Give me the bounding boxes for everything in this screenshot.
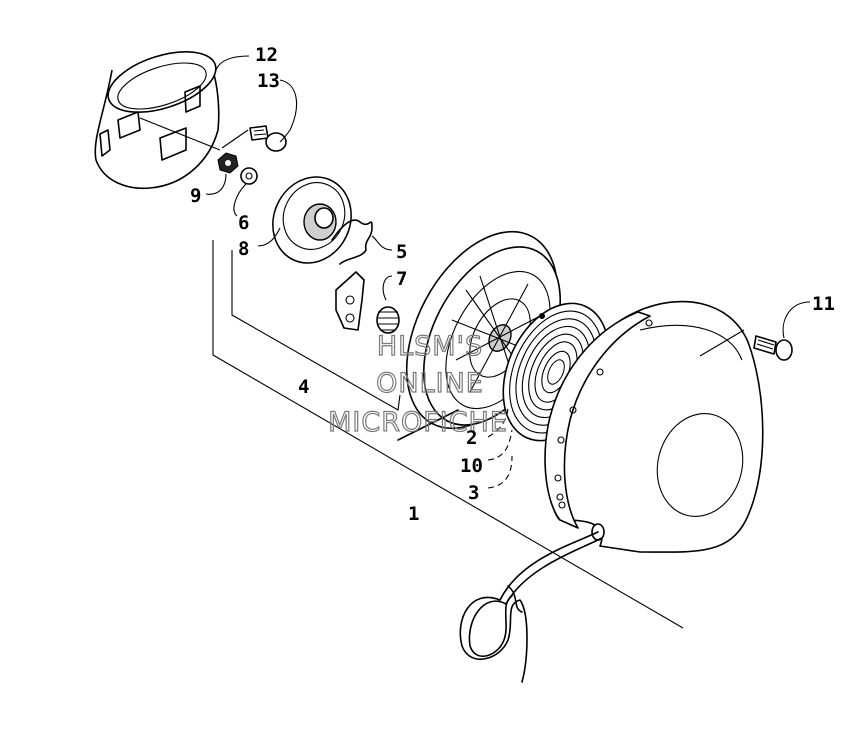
callout-5: 5	[396, 241, 407, 263]
watermark-line-3: MICROFICHE	[328, 407, 508, 438]
assembly-axis-lines	[212, 129, 684, 629]
part-7-pawl	[335, 271, 365, 331]
callout-4: 4	[298, 376, 309, 398]
callout-3: 3	[468, 482, 479, 504]
callout-6: 6	[238, 212, 249, 234]
callout-2: 2	[466, 427, 477, 449]
part-7-spring	[376, 306, 400, 334]
watermark-line-2: ONLINE	[376, 368, 484, 399]
part-3-starter-housing	[544, 300, 764, 553]
part-12-starter-cup	[94, 51, 221, 190]
part-8-ratchet	[272, 176, 352, 264]
leader-lines	[205, 55, 811, 489]
part-9-nut	[217, 152, 239, 174]
callout-labels: 12 13 9 6 8 5 7 11 4 2 10 3 1	[190, 44, 835, 525]
callout-13: 13	[257, 70, 280, 92]
callout-12: 12	[255, 44, 278, 66]
callout-1: 1	[408, 503, 419, 525]
part-6-washer	[240, 167, 258, 185]
callout-7: 7	[396, 268, 407, 290]
part-1-starter-rope	[459, 531, 603, 683]
callout-9: 9	[190, 185, 201, 207]
part-13-bolt	[249, 125, 287, 152]
callout-8: 8	[238, 238, 249, 260]
part-11-screw	[753, 335, 793, 361]
callout-11: 11	[812, 293, 835, 315]
part-5-spring-clip	[331, 219, 373, 265]
callout-10: 10	[460, 455, 483, 477]
watermark: HLSM'S ONLINE MICROFICHE	[327, 330, 508, 438]
watermark-line-1: HLSM'S	[377, 331, 483, 362]
